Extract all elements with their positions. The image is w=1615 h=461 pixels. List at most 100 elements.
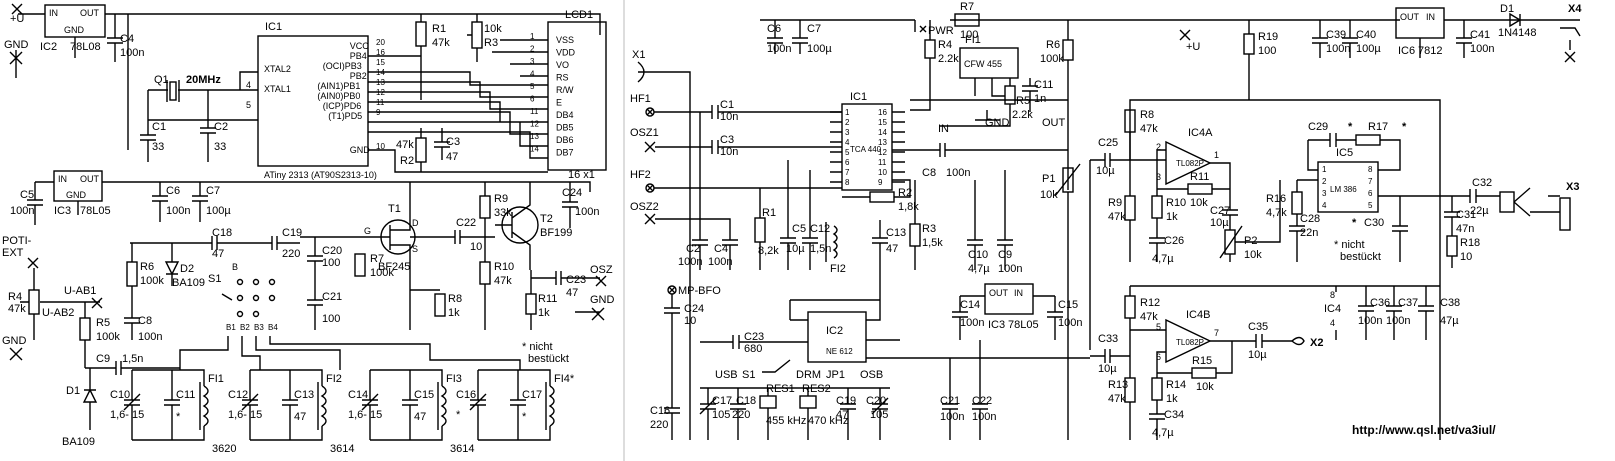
right-ic6-in: IN — [1426, 12, 1435, 22]
right-out-label: OUT — [1042, 117, 1066, 129]
poti-label: POTI- — [2, 235, 32, 247]
ic4-ref: IC4 — [1324, 303, 1341, 315]
right-c7-ref: C7 — [807, 23, 821, 35]
ic4b-pin6: 6 — [1156, 352, 1161, 362]
right-c22-ref: C22 — [972, 395, 992, 407]
left-c9-val: 1,5n — [122, 353, 143, 365]
right-ic3-regulator — [984, 283, 1034, 315]
tca-left-pin-2: 2 — [845, 118, 850, 127]
right-r17-ref: R17 — [1368, 121, 1388, 133]
right-r18-val: 10 — [1460, 251, 1472, 263]
jp1-label: JP1 — [826, 369, 845, 381]
t2-val: BF199 — [540, 227, 572, 239]
right-c38-val: 47µ — [1440, 315, 1459, 327]
right-c30-ref: C30 — [1364, 217, 1384, 229]
ic1-pin-5: 5 — [246, 100, 251, 110]
right-r8-val: 47k — [1140, 123, 1158, 135]
ic4b-pin7: 7 — [1214, 328, 1219, 338]
left-r3-val: 10k — [484, 23, 502, 35]
right-c35-ref: C35 — [1248, 321, 1268, 333]
right-c36-ref: C36 — [1370, 297, 1390, 309]
ic4a-pin2: 2 — [1156, 142, 1161, 152]
tank-3-cap-ref: C17 — [522, 389, 542, 401]
left-osz-label: OSZ — [590, 264, 613, 276]
lcd-pin-num-4: 5 — [530, 82, 535, 91]
ic5-pin-3: 3 — [1322, 189, 1327, 198]
x3-connector — [1559, 197, 1571, 231]
left-plus-u-label: +U — [10, 13, 24, 25]
right-fi2-label: FI2 — [830, 263, 846, 275]
left-gnd3-label: GND — [2, 335, 27, 347]
x2-label: X2 — [1310, 337, 1323, 349]
right-c32-val: 22µ — [1470, 205, 1489, 217]
right-c12-ref: C12 — [810, 223, 830, 235]
right-ic2-ref: IC2 — [826, 325, 843, 337]
right-c32-ref: C32 — [1472, 177, 1492, 189]
res1-val: 455 kHz — [766, 415, 806, 427]
right-r4-ref: R4 — [938, 39, 952, 51]
tca-left-pin-5: 5 — [845, 148, 850, 157]
right-c11-ref: C11 — [1034, 79, 1053, 91]
right-c21-val: 100n — [940, 411, 964, 423]
ic4b-part: TL082P — [1176, 338, 1204, 347]
ic4a-part: TL082P — [1176, 159, 1204, 168]
left-r9-ref: R9 — [494, 193, 508, 205]
right-c18-val: 220 — [732, 409, 750, 421]
right-c31-ref: C31 — [1456, 209, 1476, 221]
right-c10-ref: C10 — [968, 249, 988, 261]
left-r8-val: 1k — [448, 307, 460, 319]
left-c5-ref: C5 — [20, 189, 34, 201]
right-s1-label: S1 — [742, 369, 755, 381]
right-r12-val: 47k — [1140, 311, 1158, 323]
right-c2-ref: C2 — [686, 243, 700, 255]
tank-2-coil-ref: FI3 — [446, 373, 462, 385]
ic2-gnd: GND — [64, 25, 85, 35]
left-c24-val: 100n — [575, 206, 599, 218]
right-ic6-ref: IC6 — [1398, 45, 1415, 57]
osz1-label: OSZ1 — [630, 127, 659, 139]
right-r5-val: 2.2k — [1012, 109, 1033, 121]
left-r10-val: 47k — [494, 275, 512, 287]
ic4-pin4: 4 — [1330, 318, 1335, 328]
right-r16-val: 4,7k — [1266, 207, 1287, 219]
ic4a-ref: IC4A — [1188, 127, 1213, 139]
ic3-gnd: GND — [66, 190, 87, 200]
right-ic1-ref: IC1 — [850, 91, 867, 103]
ic5-val: LM 386 — [1330, 185, 1357, 194]
left-r1-ref: R1 — [432, 23, 446, 35]
right-plus-u-label: +U — [1186, 41, 1200, 53]
right-c8-ref: C8 — [922, 167, 936, 179]
tca-right-pin-11: 11 — [878, 158, 887, 167]
left-r4-ref: R4 — [8, 291, 22, 303]
right-c20-val: 105 — [870, 409, 888, 421]
ic1-pin-name-0: VCC — [350, 41, 370, 51]
right-c27-val: 10µ — [1210, 217, 1229, 229]
t1-gate: G — [364, 226, 371, 236]
right-c1-ref: C1 — [720, 99, 734, 111]
ic1-pin-num-2: 15 — [376, 58, 385, 67]
right-fi1-val: CFW 455 — [964, 59, 1002, 69]
right-c5-val: 10µ — [786, 243, 805, 255]
tca-right-pin-14: 14 — [878, 128, 887, 137]
left-b-label: B — [232, 262, 238, 272]
left-gnd-label: GND — [4, 39, 29, 51]
right-c18-ref: C18 — [736, 395, 756, 407]
right-c10-val: 4,7µ — [968, 263, 990, 275]
tank-1-coil-val: 3614 — [330, 443, 354, 455]
lcd-pin-name-6: DB4 — [556, 110, 574, 120]
right-d1-val: 1N4148 — [1498, 27, 1537, 39]
right-c9-val: 100n — [998, 263, 1022, 275]
right-c26-ref: C26 — [1164, 235, 1184, 247]
right-r1-ref: R1 — [762, 207, 776, 219]
lcd-pin-num-6: 11 — [530, 107, 539, 116]
ic5-lm386 — [1317, 161, 1379, 213]
ic1-pin-num-0: 20 — [376, 38, 385, 47]
source-url: http://www.qsl.net/va3iul/ — [1352, 423, 1496, 437]
right-c9-ref: C9 — [998, 249, 1012, 261]
u-ab1-label: U-AB1 — [64, 285, 96, 297]
left-c20-ref: C20 — [322, 245, 342, 257]
right-c28-ref: C28 — [1300, 213, 1320, 225]
lcd-pin-num-0: 1 — [530, 32, 535, 41]
ic3-out: OUT — [80, 174, 100, 184]
